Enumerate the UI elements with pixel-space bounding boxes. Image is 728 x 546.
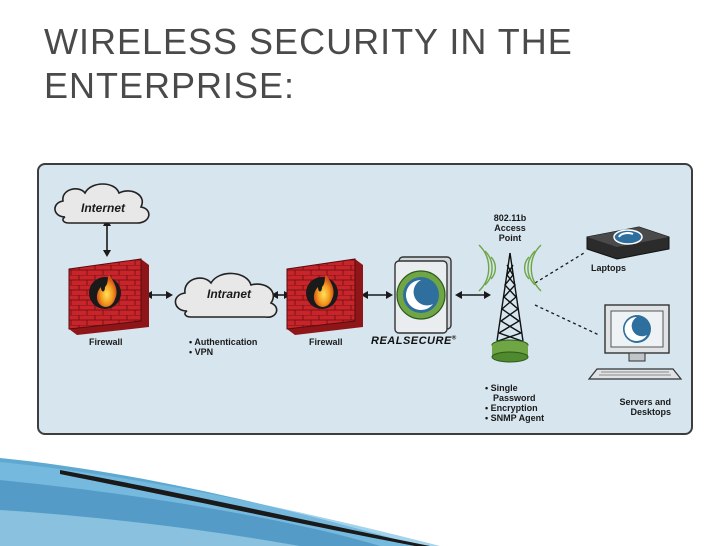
laptop [586,226,670,260]
intranet-cloud [174,272,278,318]
slide-title-line-2: ENTERPRISE: [44,65,296,106]
slide-title-line-1: WIRELESS SECURITY IN THE [44,21,573,62]
laptops-label: Laptops [591,263,626,273]
realsecure-logo-text: REALSECURE [371,335,452,347]
realsecure-trademark: ® [451,335,457,342]
wireless-links [534,252,600,336]
ap-bullet: • Single [485,383,518,393]
right-firewall [286,258,363,335]
internet-cloud [54,183,150,224]
servers-label-line: Desktops [630,407,671,417]
ap-bullet: • Encryption [485,403,538,413]
intranet-label: Intranet [207,287,252,301]
access-point-label-line: Access [494,223,526,233]
slide-title: WIRELESS SECURITY IN THE ENTERPRISE: [44,20,684,108]
ap-bullet: Password [493,393,536,403]
servers-label: Servers and Desktops [609,397,671,417]
access-point-bullets: • Single Password • Encryption • SNMP Ag… [485,383,544,423]
access-point [478,244,542,363]
servers-label-line: Servers and [619,397,671,407]
intranet-bullet: • Authentication [189,337,258,347]
connection-lines [103,219,491,299]
internet-label: Internet [81,201,126,215]
intranet-bullets: • Authentication • VPN [189,337,257,357]
desktop-computer [587,304,683,380]
firewall-left-label: Firewall [89,337,123,347]
network-diagram: Internet Intranet Firewall Firewall • Au… [37,163,693,435]
realsecure-logo: REALSECURE® [371,335,457,347]
realsecure-appliance [394,256,452,334]
ap-bullet: • SNMP Agent [485,413,545,423]
intranet-bullet: • VPN [189,347,214,357]
firewall-right-label: Firewall [309,337,343,347]
diagram-graphics [54,183,683,380]
decorative-swoosh [0,458,440,546]
access-point-label-line: Point [498,233,522,243]
left-firewall [68,258,149,335]
access-point-label-line: 802.11b [493,213,527,223]
access-point-label: 802.11b Access Point [487,213,533,243]
